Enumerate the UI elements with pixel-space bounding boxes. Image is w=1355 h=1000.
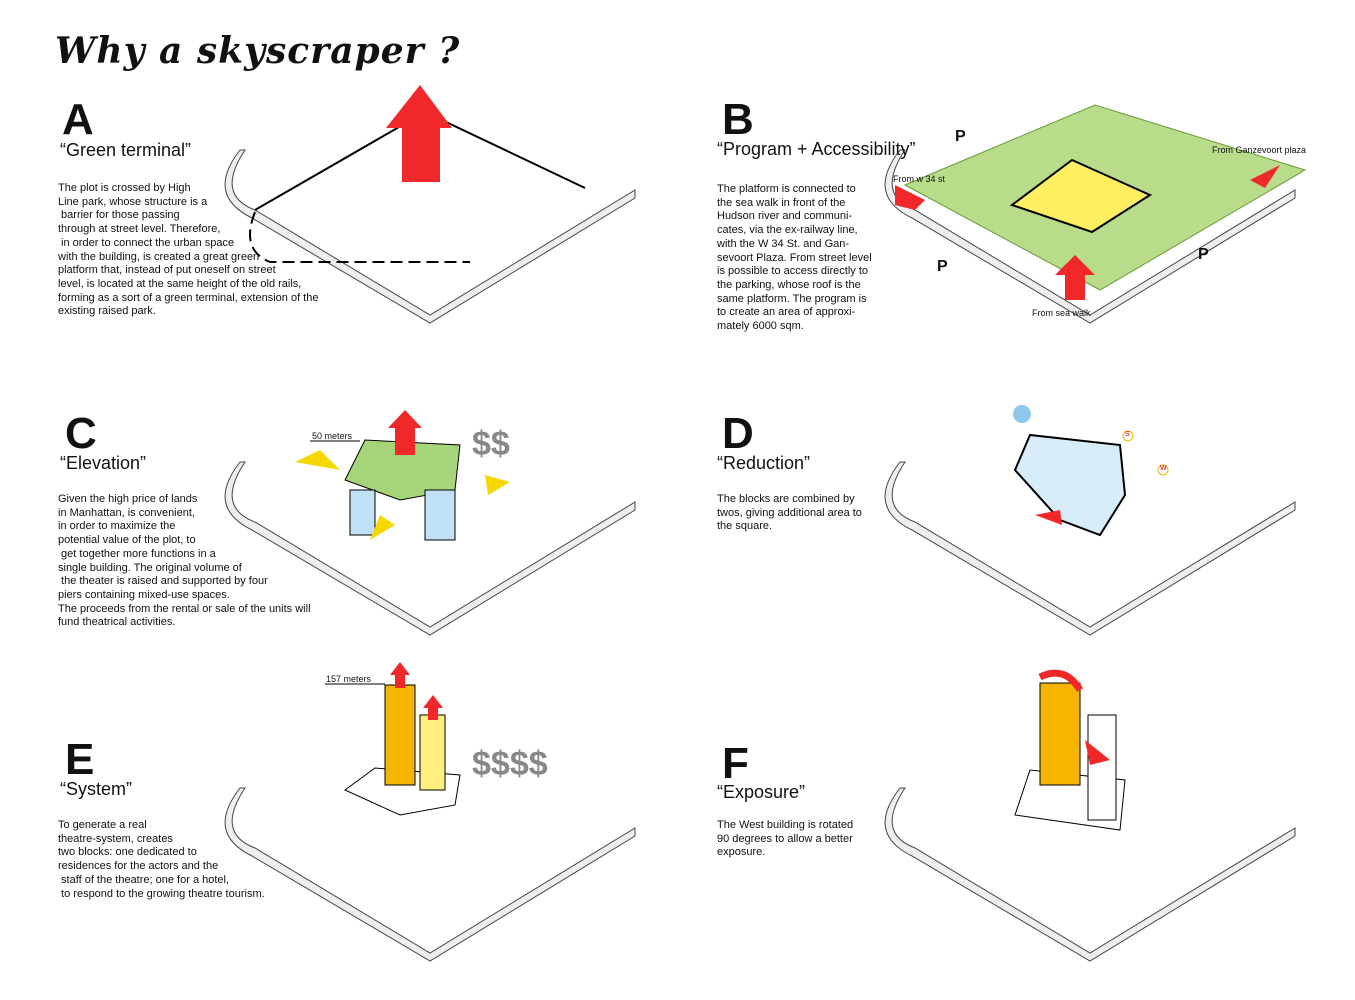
- e-money-label: $$$$: [472, 745, 548, 783]
- panel-d-subtitle: “Reduction”: [717, 453, 811, 473]
- parking-label: P: [955, 128, 966, 145]
- d-arrow: [1035, 510, 1062, 525]
- panel-e-subtitle: “System”: [60, 779, 132, 799]
- c-yellow-arrow: [370, 515, 395, 540]
- site-platform: [224, 787, 636, 962]
- sun-w-label: W: [1160, 465, 1167, 472]
- cloud-icon: [1013, 405, 1031, 423]
- parking-label: P: [937, 258, 948, 275]
- sun-icon: [1157, 464, 1169, 476]
- panel-e-text: To generate a real theatre-system, creat…: [58, 819, 265, 900]
- sun-icon: [1122, 430, 1134, 442]
- panel-e-letter: E: [65, 735, 95, 784]
- up-arrow-icon: [388, 410, 422, 455]
- site-platform: [884, 149, 1296, 324]
- e-tower-tall: [384, 684, 416, 786]
- c-pier: [349, 489, 376, 536]
- up-arrow-icon: [390, 662, 410, 688]
- up-arrow-icon: [386, 85, 452, 182]
- panel-f-subtitle: “Exposure”: [717, 782, 806, 802]
- site-platform: [884, 461, 1296, 636]
- b-arrow-w34: [895, 185, 925, 210]
- panel-c-letter: C: [65, 409, 97, 458]
- rotate-arrow-icon: [1038, 669, 1084, 692]
- panel-f-letter: F: [722, 739, 749, 788]
- e-tower-short: [419, 714, 446, 791]
- label-from-ganzevoort: From Ganzevoort plaza: [1212, 145, 1307, 155]
- panel-a-text: The plot is crossed by High Line park, w…: [58, 182, 319, 318]
- panel-a-subtitle: “Green terminal”: [60, 140, 192, 160]
- panel-c-subtitle: “Elevation”: [60, 453, 147, 473]
- site-platform: [224, 461, 636, 636]
- e-dimension-label: 157 meters: [326, 674, 372, 684]
- f-sun-arrow: [1085, 740, 1110, 765]
- b-arrow-seawalk: [1055, 255, 1095, 300]
- f-tower-white: [1087, 714, 1117, 821]
- c-yellow-arrow: [295, 450, 340, 470]
- parking-label: P: [1198, 246, 1209, 263]
- c-raised-volume: [344, 439, 461, 501]
- panel-d-text: The blocks are combined by twos, giving …: [717, 493, 862, 533]
- panel-b-subtitle: “Program + Accessibility”: [717, 139, 916, 159]
- platforms: [224, 149, 1296, 962]
- panel-b-text: The platform is connected to the sea wal…: [717, 183, 872, 333]
- panel-b-letter: B: [722, 95, 754, 144]
- up-arrow-icon: [423, 695, 443, 720]
- site-platform: [884, 787, 1296, 962]
- panel-a-letter: A: [62, 95, 94, 144]
- c-yellow-arrow: [485, 475, 510, 495]
- b-theatre-block: [1009, 158, 1153, 234]
- b-arrow-ganzevoort: [1250, 165, 1280, 188]
- c-pier: [424, 489, 456, 541]
- label-from-seawalk: From sea walk: [1032, 308, 1091, 318]
- panel-c-text: Given the high price of lands in Manhatt…: [58, 493, 311, 629]
- label-from-w34: From w 34 st: [893, 174, 946, 184]
- c-money-label: $$: [472, 425, 510, 463]
- d-blocks: [1013, 433, 1127, 537]
- f-tower-rotated: [1039, 682, 1081, 786]
- site-platform: [224, 149, 636, 324]
- c-dimension-label: 50 meters: [312, 431, 353, 441]
- panel-f-text: The West building is rotated 90 degrees …: [717, 819, 854, 859]
- a-highline-dashed: [249, 211, 470, 263]
- sun-s-label: S: [1125, 431, 1130, 438]
- panel-d-letter: D: [722, 409, 754, 458]
- page-title: Why a skyscraper ?: [55, 30, 461, 72]
